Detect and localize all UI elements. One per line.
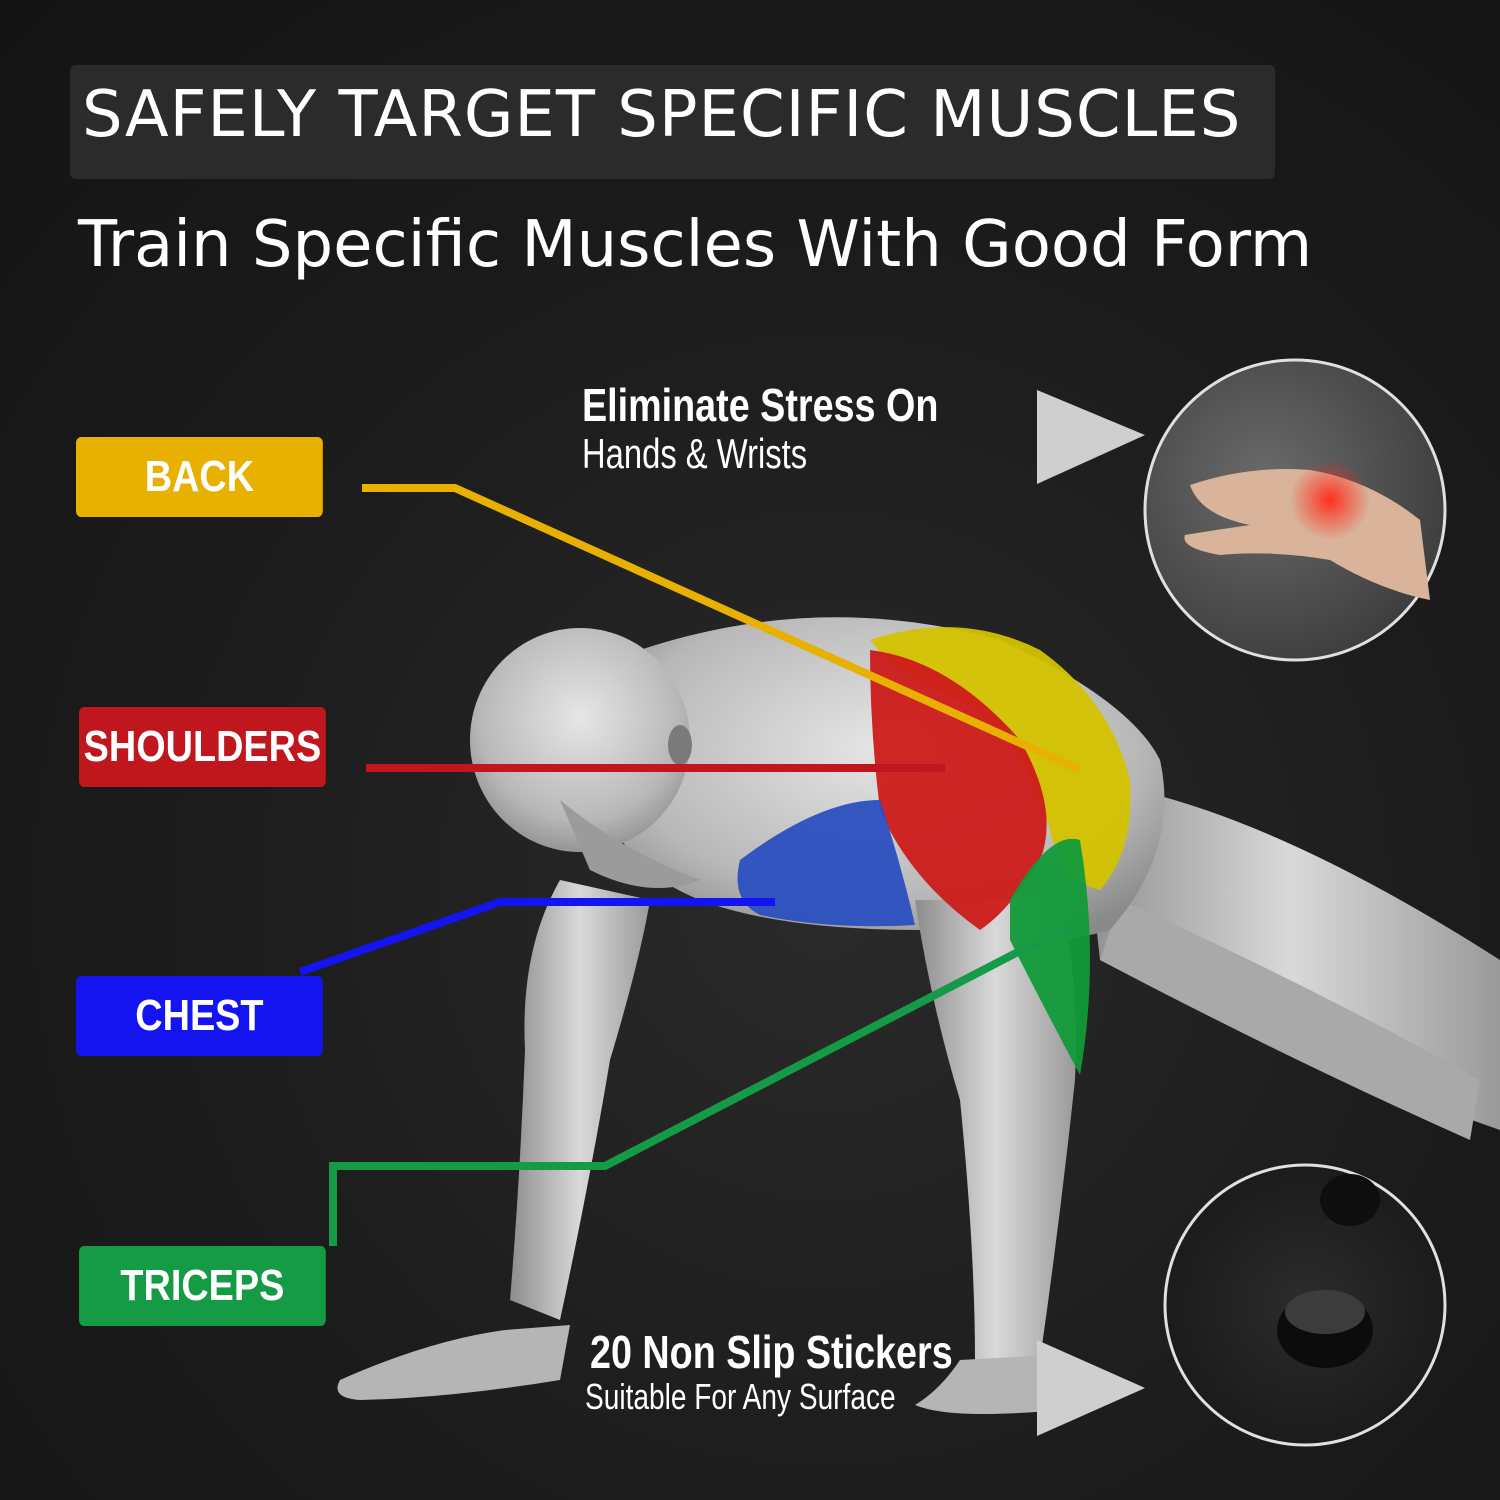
feature-subtitle-stress: Hands & Wrists	[582, 430, 808, 477]
chest-muscle	[737, 800, 915, 927]
wrist-pain-icon	[1143, 358, 1447, 662]
feature-subtitle-stickers: Suitable For Any Surface	[585, 1376, 896, 1417]
legs	[1080, 780, 1500, 1140]
head	[470, 628, 700, 888]
headline-banner	[70, 65, 1275, 179]
headline: SAFELY TARGET SPECIFIC MUSCLES	[82, 78, 1242, 152]
triceps-leader-line	[329, 921, 1072, 1246]
left-arm	[337, 880, 650, 1400]
shoulders-muscle	[870, 650, 1047, 930]
back-label-text: BACK	[144, 452, 255, 501]
play-arrow-icon-2	[1037, 1340, 1145, 1436]
back-muscle	[870, 627, 1131, 890]
back-label: BACK	[76, 437, 323, 517]
back-leader-line	[362, 484, 1082, 774]
non-slip-pad-icon	[1163, 1163, 1447, 1447]
right-arm	[915, 900, 1076, 1414]
shoulders-label-text: SHOULDERS	[83, 722, 322, 771]
triceps-label: TRICEPS	[79, 1246, 326, 1326]
chest-label: CHEST	[76, 976, 323, 1056]
subheadline: Train Specific Muscles With Good Form	[78, 208, 1313, 282]
shoulders-label: SHOULDERS	[79, 707, 326, 787]
chest-leader-line	[298, 898, 775, 976]
triceps-label-text: TRICEPS	[120, 1261, 285, 1310]
feature-title-stickers: 20 Non Slip Stickers	[590, 1326, 953, 1378]
play-arrow-icon	[1037, 390, 1145, 484]
feature-title-stress: Eliminate Stress On	[582, 379, 939, 431]
chest-label-text: CHEST	[135, 991, 264, 1040]
triceps-muscle	[1010, 838, 1090, 1075]
